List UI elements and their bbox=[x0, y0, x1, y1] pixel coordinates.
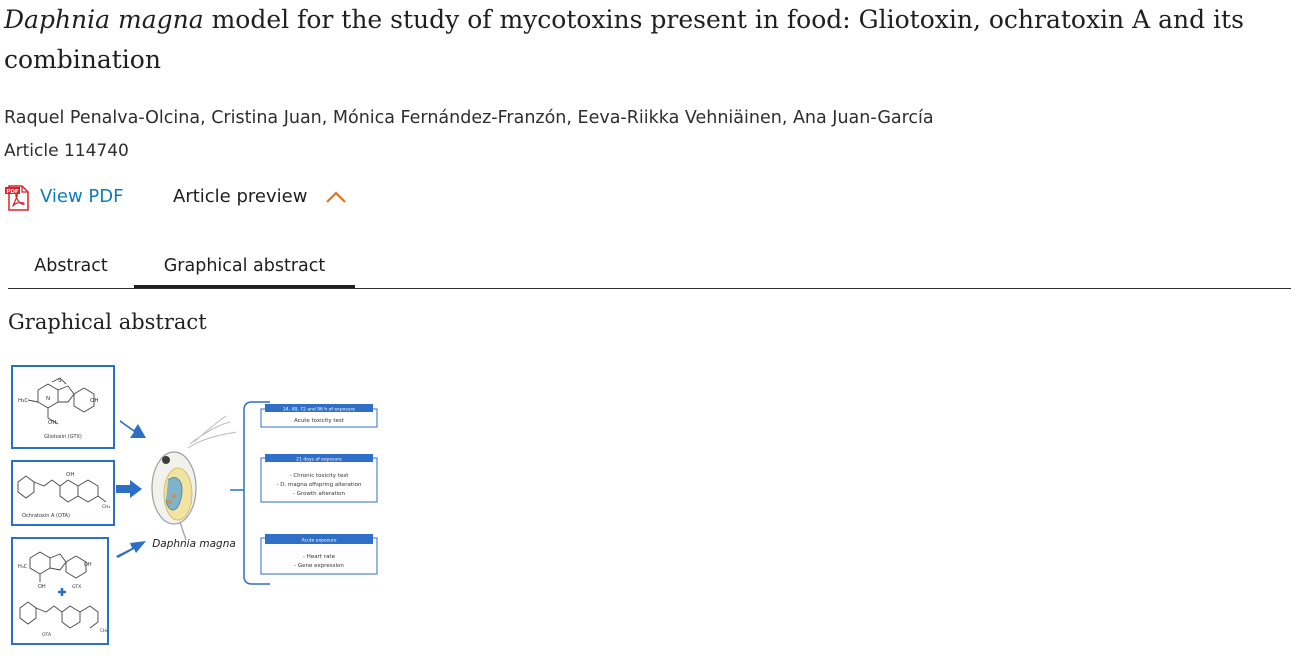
title-text: model for the study of mycotoxins presen… bbox=[4, 5, 1244, 74]
ochratoxin-structure bbox=[17, 475, 107, 503]
gliotoxin-label: Gliotoxin (GTX) bbox=[44, 434, 82, 440]
svg-text:21 days of exposure: 21 days of exposure bbox=[296, 457, 342, 463]
daphnia-label: Daphnia magna bbox=[152, 538, 236, 550]
ochratoxin-panel: OH CH₃ Ochratoxin A (OTA) bbox=[11, 460, 115, 526]
svg-text:Acute toxicity test: Acute toxicity test bbox=[294, 418, 345, 424]
svg-text:- D. magna offspring alteratio: - D. magna offspring alteration bbox=[277, 482, 362, 488]
bracket-icon bbox=[230, 401, 270, 585]
gliotoxin-panel: H₃C OH OH N S Gliotoxin (GTX) bbox=[11, 365, 115, 449]
combination-panel: H₃C OH OH GTX OTA CH₃ bbox=[11, 537, 109, 645]
svg-text:OH: OH bbox=[84, 562, 92, 568]
svg-text:OH: OH bbox=[48, 420, 56, 426]
svg-text:H₃C: H₃C bbox=[18, 398, 28, 404]
gtx-short-label: GTX bbox=[72, 584, 81, 590]
article-preview-label: Article preview bbox=[173, 186, 308, 207]
section-heading: Graphical abstract bbox=[8, 310, 207, 334]
ota-short-label: OTA bbox=[42, 632, 52, 638]
chronic-toxicity-box: 21 days of exposure - Chronic toxicity t… bbox=[260, 454, 378, 503]
svg-text:- Gene expression: - Gene expression bbox=[294, 563, 344, 569]
view-pdf-label: View PDF bbox=[40, 186, 124, 207]
abstract-tabs: Abstract Graphical abstract bbox=[8, 248, 1291, 289]
svg-text:H₃C: H₃C bbox=[18, 564, 28, 570]
exposure-arrows bbox=[116, 420, 146, 558]
author-list: Raquel Penalva-Olcina, Cristina Juan, Mó… bbox=[4, 108, 934, 128]
svg-text:24, 48, 72 and 96 h of exposur: 24, 48, 72 and 96 h of exposure bbox=[283, 407, 355, 413]
svg-text:- Chronic toxicity test: - Chronic toxicity test bbox=[290, 473, 350, 479]
svg-text:OH: OH bbox=[90, 398, 98, 404]
svg-text:N: N bbox=[46, 396, 50, 402]
arrow-combination-icon bbox=[116, 541, 146, 558]
graphical-abstract-figure: H₃C OH OH N S Gliotoxin (GTX) OH CH₃ Och… bbox=[8, 362, 388, 648]
acute-exposure-box: Acute exposure - Heart rate - Gene expre… bbox=[260, 534, 378, 575]
arrow-ochratoxin-icon bbox=[116, 480, 142, 498]
title-italic-species: Daphnia magna bbox=[4, 5, 204, 34]
article-title[interactable]: Daphnia magna model for the study of myc… bbox=[4, 0, 1264, 80]
svg-text:OH: OH bbox=[38, 584, 46, 590]
gliotoxin-structure bbox=[27, 377, 95, 425]
graphical-abstract-image: H₃C OH OH N S Gliotoxin (GTX) OH CH₃ Och… bbox=[11, 365, 378, 645]
svg-text:CH₃: CH₃ bbox=[100, 628, 108, 633]
svg-text:CH₃: CH₃ bbox=[102, 504, 111, 510]
svg-text:S: S bbox=[58, 378, 62, 384]
combination-structures bbox=[19, 551, 99, 629]
svg-text:Acute exposure: Acute exposure bbox=[302, 538, 337, 544]
svg-text:OH: OH bbox=[66, 472, 74, 478]
chevron-up-icon bbox=[326, 191, 346, 203]
tab-abstract[interactable]: Abstract bbox=[34, 256, 108, 276]
plus-icon bbox=[58, 588, 66, 596]
arrow-gliotoxin-icon bbox=[120, 420, 146, 438]
svg-text:PDF: PDF bbox=[6, 189, 19, 195]
svg-text:- Growth alteration: - Growth alteration bbox=[293, 491, 346, 497]
article-number: Article 114740 bbox=[4, 141, 129, 161]
svg-text:- Heart rate: - Heart rate bbox=[303, 554, 336, 560]
acute-toxicity-box: 24, 48, 72 and 96 h of exposure Acute to… bbox=[260, 404, 378, 428]
ochratoxin-label: Ochratoxin A (OTA) bbox=[22, 513, 70, 519]
tab-graphical-abstract[interactable]: Graphical abstract bbox=[134, 248, 355, 288]
pdf-icon: PDF bbox=[5, 185, 29, 211]
daphnia-icon: Daphnia magna bbox=[151, 415, 237, 550]
